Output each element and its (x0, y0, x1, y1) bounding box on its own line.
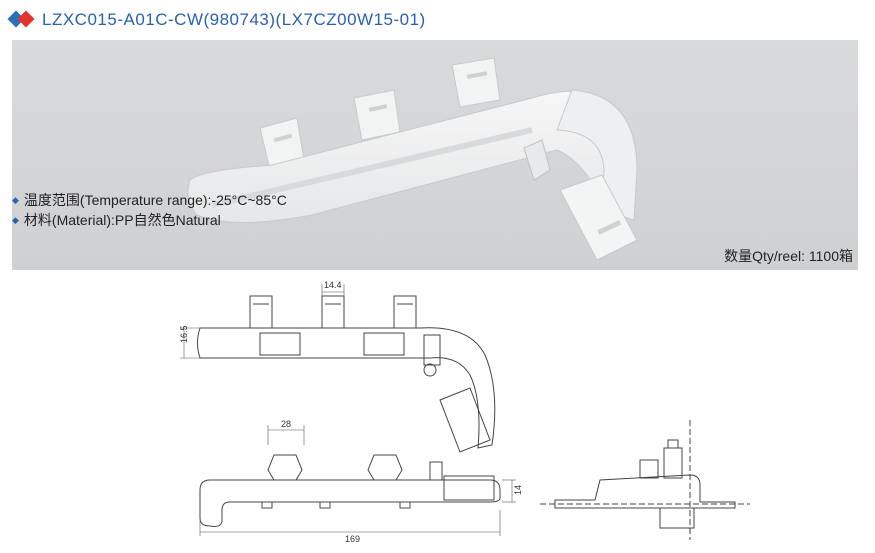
cable-tie-photo (187, 57, 638, 261)
technical-drawings: 14.4 16.5 28 14 169 (179, 280, 750, 544)
product-title: LZXC015-A01C-CW(980743)(LX7CZ00W15-01) (42, 10, 426, 29)
spec-material: ◆ 材料(Material):PP自然色Natural (12, 210, 221, 230)
header: LZXC015-A01C-CW(980743)(LX7CZ00W15-01) (7, 6, 426, 34)
dim-16-5: 16.5 (179, 325, 189, 343)
top-view (197, 295, 496, 453)
dim-169: 169 (345, 534, 360, 544)
bullet-icon: ◆ (12, 214, 19, 225)
brand-logo-icon (7, 10, 36, 29)
dim-14: 14 (513, 485, 523, 495)
qty-per-reel: 数量Qty/reel: 1100箱 (724, 248, 853, 264)
end-view (540, 420, 750, 540)
product-photo (12, 40, 858, 270)
spec-temperature: ◆ 温度范围(Temperature range):-25°C~85°C (12, 190, 287, 210)
dim-14-4: 14.4 (324, 280, 342, 290)
dim-28: 28 (281, 419, 291, 429)
spec-text: 材料(Material):PP自然色Natural (23, 212, 221, 228)
spec-text: 温度范围(Temperature range):-25°C~85°C (23, 192, 287, 208)
bullet-icon: ◆ (12, 194, 19, 205)
side-view (199, 454, 501, 527)
